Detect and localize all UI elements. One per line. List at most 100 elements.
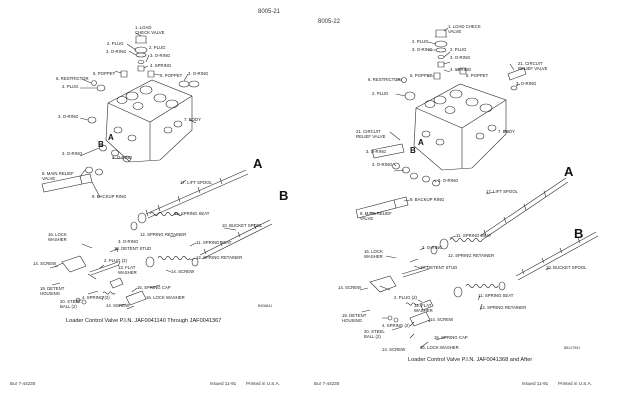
reference-letter-a: A [418,138,424,147]
label-screw: 14. SCREW [338,285,362,290]
label-o-ring: 3. O-RING [438,178,459,183]
label-detent-stud: 18. DETENT STUD [114,246,152,251]
spring-part [103,292,115,294]
label-o-ring: 3. O-RING [150,53,171,58]
label-o-ring: 3. O-RING [450,55,471,60]
label-detent-stud: 18. DETENT STUD [420,265,458,270]
label-lock-washer: 16. LOCK WASHER [146,295,185,300]
label-main-relief-valve: 8. MAIN RELIEF VALVE [360,211,392,221]
spring-cap-part [126,291,146,305]
plug-part [435,41,447,47]
label-restrictor: 6. RESTRICTOR [56,76,89,81]
oring-part [436,48,446,52]
label-spring-cap: 15. SPRING CAP [137,285,171,290]
label-lift-spool: 17. LIFT SPOOL [486,189,518,194]
label-load-check-valve: 1. LOAD CHECK VALVE [448,24,481,34]
label-circuit-relief-valve: 21. CIRCUIT RELIEF VALVE [356,129,386,139]
label-screw: 14. SCREW [382,347,406,352]
poppet-part [434,73,440,79]
label-lock-washer: 16. LOCK WASHER [420,345,459,350]
spring-part [150,212,182,215]
figure-caption: Loader Control Valve P.I.N. JAF0041140 T… [66,318,222,324]
label-steel-ball: 20. STEEL BALL (2) [60,299,81,309]
circuit-relief-valve-part [508,68,526,80]
label-backup-ring: 9. BACKUP RING [410,197,445,202]
label-spring: 4. SPRING [450,67,472,72]
oring-part [179,81,189,87]
oring-part [438,56,444,59]
label-spring-retainer: 12. SPRING RETAINER [448,253,495,258]
valve-body-outline [414,84,506,170]
label-body: 7. BODY [498,129,515,134]
label-plug: 2. PLUG (2) [394,295,417,300]
label-spring-retainer: 12. SPRING RETAINER [140,232,187,237]
right-page: 8005-22 [310,0,620,401]
footer-issued: Issued 11-91 [210,381,237,386]
detent-stud-part [402,266,429,277]
label-screw: 14. SCREW [430,317,454,322]
reference-letter-b: B [574,226,584,241]
bucket-spool-part [200,220,272,259]
label-circuit-relief-valve: 21. CIRCUIT RELIEF VALVE [518,61,548,71]
circuit-relief-valve-part [372,144,404,158]
label-o-ring: 3. O-RING [106,49,127,54]
label-flat-washer: 13. FLAT WASHER [414,303,433,313]
label-poppet: 5. POPPET [410,73,433,78]
label-screw: 14. SCREW [33,261,57,266]
reference-letter-a: A [564,164,574,179]
footer-printed: Printed in U.S.A. [558,381,592,386]
label-spring-cap: 15. SPRING CAP [434,335,468,340]
detent-housing-part [62,256,86,272]
label-spring-retainer: 12. SPRING RETAINER [480,305,527,310]
label-spring-seat: 11. SPRING SEAT [196,240,232,245]
load-check-valve-part [135,36,147,43]
footer-publication: Bur 7-44230 [314,381,340,386]
oring-part [189,81,199,87]
figure-caption: Loader Control Valve P.I.N. JAF0041368 a… [408,357,533,363]
label-load-check-valve: 1. LOAD CHECK VALVE [135,25,165,35]
page-number: 8005-22 [318,19,341,25]
label-o-ring: 3. O-RING [58,114,79,119]
spring-part [406,303,418,305]
poppet-part [121,71,127,77]
label-lock-washer: 16. LOCK WASHER [48,232,67,242]
lift-spool-part [146,170,248,218]
label-spring: 4. SPRING (2) [382,323,410,328]
label-plug: 2. PLUG [62,84,79,89]
label-o-ring: 3. O-RING [62,151,83,156]
label-screw: 14. SCREW [171,269,195,274]
label-lock-washer: 16. LOCK WASHER [364,249,383,259]
left-page: 8005-21 [10,0,311,401]
bucket-spool-part [516,232,598,280]
label-plug: 2. PLUG [149,45,166,50]
label-plug: 2. PLUG [450,47,467,52]
oring-part [138,61,144,64]
label-flat-washer: 13. FLAT WASHER [118,265,137,275]
reference-letter-b: B [410,146,416,155]
label-body: 7. BODY [184,117,201,122]
label-plug: 2. PLUG [412,39,429,44]
label-o-ring: 3. O-RING [372,162,393,167]
page-number: 8005-21 [258,9,281,15]
footer-publication: Bur 7-44230 [10,381,36,386]
label-detent-housing: 19. DETENT HOUSING [40,286,65,296]
exploded-parts-diagram [310,0,620,401]
restrictor-part [92,81,97,86]
load-check-valve-part [435,30,447,37]
label-spring: 4. SPRING (2) [82,295,110,300]
detent-stud-part [90,262,119,275]
label-detent-housing: 19. DETENT HOUSING [342,313,367,323]
label-o-ring: 3. O-RING [422,245,443,250]
label-o-ring: 3. O-RING [366,149,387,154]
oring-part [136,53,146,57]
footer-issued: Issued 11-91 [522,381,549,386]
label-plug: 2. PLUG [372,91,389,96]
poppet-part [148,71,154,77]
label-restrictor: 6. RESTRICTOR [368,77,401,82]
label-o-ring: 3. O-RING [112,155,133,160]
label-lift-spool: 17. LIFT SPOOL [180,180,212,185]
spring-part [158,256,190,259]
poppet-part [460,68,466,74]
plug-part [405,92,415,100]
valve-body-outline [106,80,192,162]
